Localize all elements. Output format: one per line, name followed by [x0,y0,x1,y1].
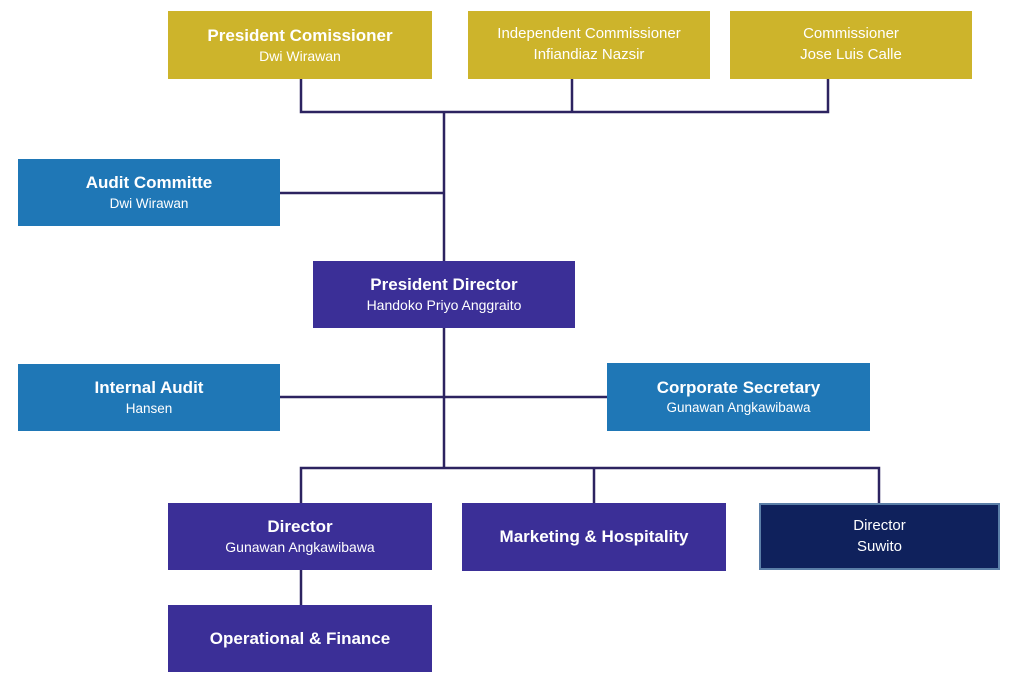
box-subtitle: Dwi Wirawan [259,47,341,64]
commissioner-box: Commissioner Jose Luis Calle [730,11,972,79]
box-title: Independent Commissioner [497,25,681,43]
box-subtitle: Jose Luis Calle [800,46,902,63]
box-subtitle: Gunawan Angkawibawa [666,400,811,416]
box-title: Commissioner [803,25,899,43]
box-subtitle: Infiandiaz Nazsir [533,46,645,63]
president-commissioner-box: President Comissioner Dwi Wirawan [168,11,432,79]
box-title: Marketing & Hospitality [499,527,689,547]
box-subtitle: Gunawan Angkawibawa [225,539,375,556]
box-subtitle: Suwito [856,537,903,555]
box-subtitle: Handoko Priyo Anggraito [366,297,522,314]
director-gunawan-box: Director Gunawan Angkawibawa [168,503,432,570]
box-title: Audit Committe [85,173,213,193]
box-subtitle: Dwi Wirawan [109,195,189,211]
box-title: Corporate Secretary [656,377,821,397]
commissioner-connector [299,79,830,114]
director-suwito-box: Director Suwito [759,503,1000,570]
box-title: Director [853,516,906,534]
operational-finance-box: Operational & Finance [168,605,432,672]
box-subtitle: Hansen [125,400,173,416]
directors-bus-connector [299,466,881,503]
box-title: Operational & Finance [209,628,391,648]
audit-committe-box: Audit Committe Dwi Wirawan [18,159,280,226]
box-title: Director [267,517,333,537]
internal-audit-box: Internal Audit Hansen [18,364,280,431]
corporate-secretary-box: Corporate Secretary Gunawan Angkawibawa [607,363,870,431]
independent-commissioner-box: Independent Commissioner Infiandiaz Nazs… [468,11,710,79]
marketing-hospitality-box: Marketing & Hospitality [462,503,726,571]
box-title: President Director [370,275,518,295]
president-director-box: President Director Handoko Priyo Anggrai… [313,261,575,328]
box-title: Internal Audit [94,378,204,398]
box-title: President Comissioner [207,25,393,45]
